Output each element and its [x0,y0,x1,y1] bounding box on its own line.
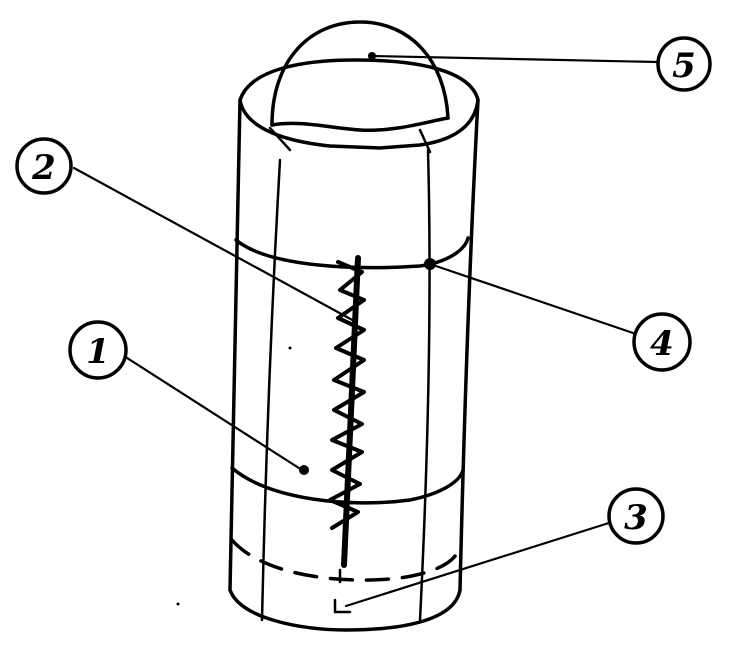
dot-4 [424,258,436,270]
callout-1-label: 1 [86,332,110,372]
callout-3-label: 3 [624,498,648,538]
leader-2 [72,166,358,324]
leader-3 [344,520,614,608]
dot-1 [299,465,309,475]
callout-4-circle [632,312,692,372]
spring-coil [328,260,366,530]
speck [176,602,180,606]
leader-4 [428,262,638,336]
callout-2-label: 2 [31,148,56,188]
inner-line-right [418,148,431,622]
callout-3-circle [607,487,665,545]
dome-base [270,116,450,133]
center-rod [341,255,361,568]
callout-5: 5 [656,36,712,92]
top-connector-left [268,126,292,152]
rod-and-coil [328,255,366,568]
cylinder-bottom-edge [228,588,462,632]
cylinder-right-edge [458,98,480,592]
cylinder-body [228,58,480,632]
bottom-mark [333,568,352,614]
callout-2: 2 [15,137,73,195]
inner-line-left [260,158,282,622]
dot-5 [368,52,376,60]
speck [288,346,292,350]
callout-4-label: 4 [650,324,674,364]
dome-outline [270,20,450,127]
callout-4: 4 [632,312,692,372]
cylinder-left-edge [228,98,242,592]
callout-1: 1 [68,320,128,380]
callout-5-label: 5 [672,46,696,86]
leader-5 [370,54,660,64]
top-connector-right [418,128,432,154]
dome-cap [270,20,450,133]
callout-1-circle [68,320,128,380]
band-upper-line [234,236,470,270]
callout-3: 3 [607,487,665,545]
callout-5-circle [656,36,712,92]
leader-1 [122,354,304,472]
callout-2-circle [15,137,73,195]
target-dots [299,52,436,475]
leader-lines [72,54,660,608]
band-lower-line [230,466,465,505]
